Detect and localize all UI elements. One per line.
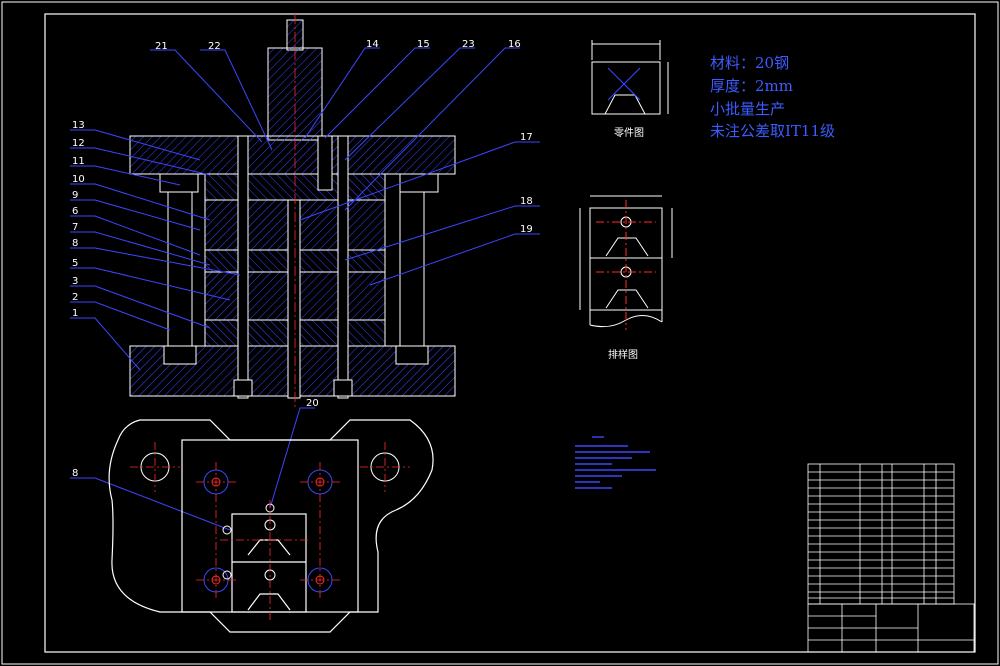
label-3: 3 (72, 276, 78, 287)
part-number-labels: 21 22 14 15 23 16 13 12 11 10 9 6 7 8 5 … (72, 39, 533, 479)
label-10: 10 (72, 174, 85, 185)
label-2: 2 (72, 292, 78, 303)
label-8: 8 (72, 238, 78, 249)
label-19: 19 (520, 224, 533, 235)
label-9: 9 (72, 190, 78, 201)
label-22: 22 (208, 41, 221, 52)
label-16: 16 (508, 39, 521, 50)
spec-batch: 小批量生产 (710, 100, 786, 118)
part-view-caption: 零件图 (614, 127, 644, 139)
layout-view-holes (596, 200, 656, 330)
drawing-border (44, 13, 976, 653)
section-leaders (70, 47, 540, 531)
plan-view (108, 419, 434, 633)
label-11: 11 (72, 156, 85, 167)
plan-view-centerlines (130, 442, 410, 620)
spec-tolerance: 未注公差取IT11级 (710, 122, 836, 140)
label-20: 20 (306, 398, 319, 409)
label-21: 21 (155, 41, 168, 52)
section-view (129, 14, 456, 410)
label-15: 15 (417, 39, 430, 50)
label-5: 5 (72, 258, 78, 269)
part-view (591, 40, 669, 115)
spec-thickness: 厚度：2mm (710, 77, 793, 95)
label-14: 14 (366, 39, 379, 50)
label-12: 12 (72, 138, 85, 149)
label-23: 23 (462, 39, 475, 50)
spec-material: 材料：20钢 (710, 54, 790, 72)
label-13: 13 (72, 120, 85, 131)
label-17: 17 (520, 132, 533, 143)
layout-view-caption: 排样图 (608, 348, 638, 361)
label-6: 6 (72, 206, 78, 217)
technical-notes (575, 436, 656, 489)
label-7: 7 (72, 222, 78, 233)
label-18: 18 (520, 196, 533, 207)
label-1: 1 (72, 308, 78, 319)
label-8-plan: 8 (72, 468, 78, 479)
bill-of-materials (807, 463, 975, 653)
